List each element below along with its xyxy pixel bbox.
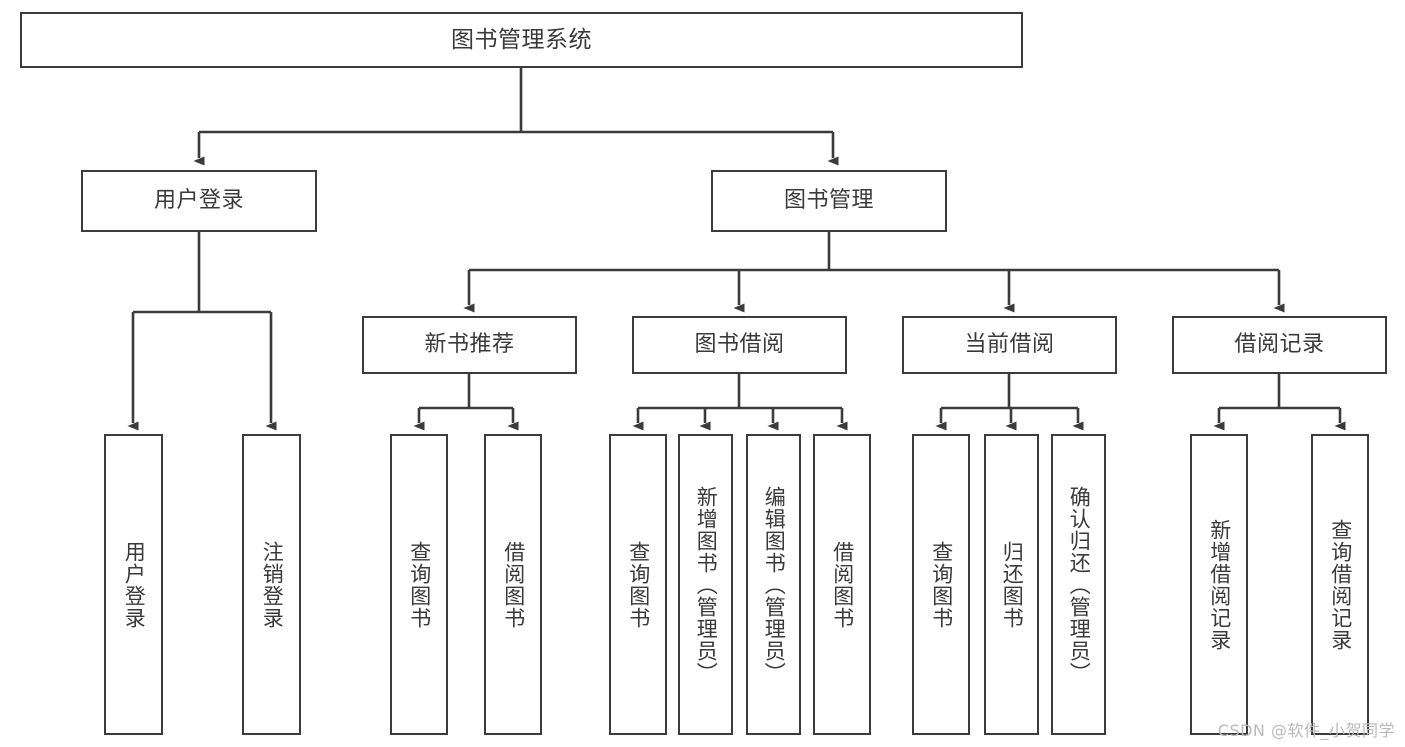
- leaf-add-borrow-record[interactable]: 新增借阅记录: [1190, 434, 1248, 735]
- node-label: 图书管理系统: [451, 26, 592, 53]
- leaf-query-books-recommend[interactable]: 查询图书: [390, 434, 448, 735]
- node-label: 编辑图书（管理员）: [762, 485, 787, 684]
- node-label: 确认归还（管理员）: [1067, 485, 1092, 684]
- leaf-query-books-current[interactable]: 查询图书: [912, 434, 970, 735]
- leaf-edit-book-admin[interactable]: 编辑图书（管理员）: [746, 434, 801, 735]
- leaf-borrow-books-recommend[interactable]: 借阅图书: [484, 434, 542, 735]
- leaf-query-books-borrow[interactable]: 查询图书: [609, 434, 667, 735]
- leaf-user-login[interactable]: 用户登录: [104, 434, 163, 735]
- node-new-book-recommend[interactable]: 新书推荐: [362, 316, 577, 374]
- leaf-borrow-books[interactable]: 借阅图书: [813, 434, 871, 735]
- node-current-borrow[interactable]: 当前借阅: [902, 316, 1117, 374]
- node-book-management[interactable]: 图书管理: [711, 170, 947, 232]
- node-label: 当前借阅: [964, 332, 1055, 358]
- watermark: CSDN @软件_小贺同学: [1217, 721, 1395, 740]
- node-borrow-records[interactable]: 借阅记录: [1172, 316, 1387, 374]
- node-label: 查询图书: [407, 540, 432, 629]
- leaf-add-book-admin[interactable]: 新增图书（管理员）: [678, 434, 733, 735]
- leaf-logout[interactable]: 注销登录: [242, 434, 301, 735]
- node-label: 借阅图书: [501, 540, 526, 629]
- node-label: 查询图书: [929, 540, 954, 629]
- node-user-login[interactable]: 用户登录: [81, 170, 317, 232]
- node-label: 归还图书: [1000, 540, 1025, 629]
- leaf-query-borrow-record[interactable]: 查询借阅记录: [1311, 434, 1369, 735]
- node-book-borrow[interactable]: 图书借阅: [632, 316, 847, 374]
- node-label: 图书管理: [783, 188, 874, 214]
- node-label: 用户登录: [153, 188, 244, 214]
- node-label: 新书推荐: [424, 332, 515, 358]
- node-label: 新增借阅记录: [1207, 518, 1232, 651]
- node-label: 新增图书（管理员）: [694, 485, 719, 684]
- node-label: 注销登录: [260, 540, 285, 629]
- node-label: 查询借阅记录: [1328, 518, 1353, 651]
- node-label: 借阅记录: [1234, 332, 1325, 358]
- node-label: 借阅图书: [830, 540, 855, 629]
- node-label: 用户登录: [122, 540, 147, 629]
- node-root[interactable]: 图书管理系统: [20, 12, 1023, 68]
- leaf-confirm-return-admin[interactable]: 确认归还（管理员）: [1051, 434, 1106, 735]
- node-label: 查询图书: [626, 540, 651, 629]
- node-label: 图书借阅: [694, 332, 785, 358]
- leaf-return-books[interactable]: 归还图书: [984, 434, 1039, 735]
